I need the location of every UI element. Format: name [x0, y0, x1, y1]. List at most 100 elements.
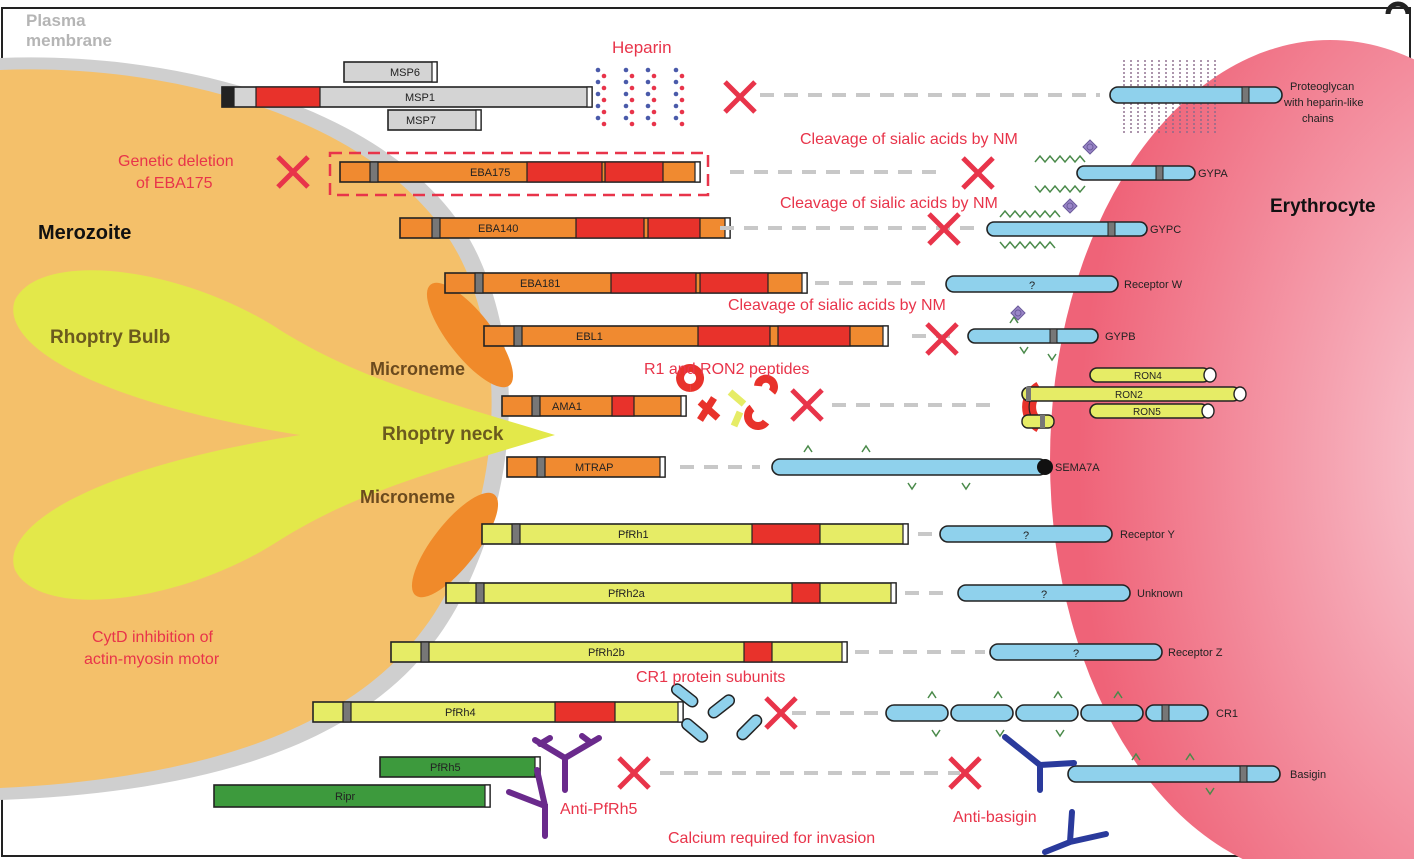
inhibition-cross-icon [276, 155, 310, 189]
receptor-gypc: GYPC [986, 221, 1181, 237]
inhibition-cross-icon [961, 156, 995, 190]
anti-pfrh5-antibody [506, 733, 602, 839]
erythrocyte-label: Erythrocyte [1270, 196, 1376, 217]
ligand-label-mtrap: MTRAP [575, 462, 614, 474]
ligand-msp7: MSP7 [387, 109, 482, 131]
ligand-label-msp1: MSP1 [405, 92, 435, 104]
merozoite-label: Merozoite [38, 222, 131, 244]
ligand-label-pfrh4: PfRh4 [445, 707, 476, 719]
ligand-label-pfrh2a: PfRh2a [608, 588, 646, 600]
microneme-top [426, 282, 514, 388]
ligand-pfrh5: PfRh5 [379, 756, 541, 778]
sema7a-gpi-anchor [1037, 459, 1053, 475]
inhibition-cross-icon [764, 696, 798, 730]
receptor-receptor_w: ? Receptor W [945, 275, 1183, 293]
receptor-cr1: CR1 [885, 704, 1238, 722]
inhibition-cross-icon [790, 388, 824, 422]
receptor-receptor_z: ?Receptor Z [989, 643, 1223, 661]
sialic-acid-glycans [999, 154, 1086, 355]
ligand-label-eba181: EBA181 [520, 278, 560, 290]
anti-pfrh5-label: Anti-PfRh5 [560, 801, 637, 818]
ligand-ebl1: EBL1 [483, 325, 889, 347]
unknown-domain-mark: ? [1041, 589, 1047, 601]
unknown-domain-mark: ? [1023, 530, 1029, 542]
microneme-top-label: Microneme [370, 359, 465, 379]
receptor-label-receptor_z: Receptor Z [1168, 647, 1223, 659]
inhibition-cross-icon [927, 212, 961, 246]
ron-label-ron4: RON4 [1134, 371, 1162, 382]
ligand-mtrap: MTRAP [506, 456, 666, 478]
rhoptry-bulb-label: Rhoptry Bulb [50, 327, 170, 348]
ligand-label-ripr: Ripr [335, 791, 356, 803]
inhibition-cross-icon [948, 756, 982, 790]
receptor-label-gypc: GYPC [1150, 224, 1181, 236]
microneme-bottom [411, 492, 499, 598]
eba175-deletion-box [328, 151, 710, 197]
ligand-pfrh2a: PfRh2a [445, 582, 897, 604]
ligand-pfrh1: PfRh1 [481, 523, 909, 545]
heparin-label: Heparin [612, 38, 672, 57]
ligand-label-eba140: EBA140 [478, 223, 518, 235]
receptor-receptor_y: ? Receptor Y [939, 525, 1175, 543]
receptor-gypa: GYPA [1076, 165, 1228, 181]
ligand-eba140: EBA140 [399, 217, 731, 239]
ligand-label-ebl1: EBL1 [576, 331, 603, 343]
ron-label-ron2: RON2 [1115, 390, 1143, 401]
anti-basigin-antibody [1002, 734, 1109, 855]
corner-mark [1385, 1, 1411, 15]
receptor-label-cr1: CR1 [1216, 708, 1238, 720]
r1-ron2-label: R1 and RON2 peptides [644, 361, 809, 378]
receptor-basigin: Basigin [1067, 765, 1326, 783]
cleavage-label-2: Cleavage of sialic acids by NM [780, 195, 998, 212]
ligand-pfrh4: PfRh4 [312, 701, 684, 723]
unknown-domain-mark: ? [1029, 280, 1035, 292]
merozoite [0, 57, 509, 800]
receptor-sema7a: SEMA7A [771, 458, 1100, 476]
ligand-label-pfrh2b: PfRh2b [588, 647, 625, 659]
receptor-label-basigin: Basigin [1290, 769, 1326, 781]
ligand-label-msp6: MSP6 [390, 67, 420, 79]
ligand-label-ama1: AMA1 [552, 401, 582, 413]
r1-ron2-peptides [676, 364, 778, 430]
cleavage-label-1: Cleavage of sialic acids by NM [800, 131, 1018, 148]
anti-basigin-label: Anti-basigin [953, 809, 1037, 826]
neuraminidase-icons [1010, 139, 1098, 321]
ligand-label-pfrh5: PfRh5 [430, 762, 461, 774]
inhibition-cross-icon [925, 322, 959, 356]
receptor-unknown: ? Unknown [957, 584, 1183, 602]
ligand-label-pfrh1: PfRh1 [618, 529, 649, 541]
receptor-label-gypa: GYPA [1198, 168, 1228, 180]
proteoglycan-chains [1123, 60, 1216, 135]
receptor-label-unknown: Unknown [1137, 588, 1183, 600]
calcium-label: Calcium required for invasion [668, 830, 875, 847]
ligand-eba181: EBA181 [444, 272, 808, 294]
glycan-ticks [803, 353, 1215, 796]
receptor-label-sema7a: SEMA7A [1055, 462, 1100, 474]
ligand-ama1: AMA1 [501, 395, 687, 417]
receptor-label-receptor_y: Receptor Y [1120, 529, 1175, 541]
ron-label-ron5: RON5 [1133, 407, 1161, 418]
receptor-label-gypb: GYPB [1105, 331, 1136, 343]
receptor-gypb: GYPB [967, 328, 1136, 344]
ligand-eba175: EBA175 [339, 161, 701, 183]
ligand-label-msp7: MSP7 [406, 115, 436, 127]
rhoptry-neck-label: Rhoptry neck [382, 424, 504, 445]
receptor-label-receptor_w: Receptor W [1124, 279, 1183, 291]
ligand-label-eba175: EBA175 [470, 167, 510, 179]
ligand-ripr: Ripr [213, 784, 491, 808]
ligand-msp6: MSP6 [343, 61, 438, 83]
inhibition-cross-icon [723, 80, 757, 114]
ligand-msp1: MSP1 [221, 86, 593, 108]
ligand-pfrh2b: PfRh2b [390, 641, 848, 663]
cr1-subunits-label: CR1 protein subunits [636, 669, 785, 686]
rhoptry [13, 270, 555, 600]
cleavage-label-3: Cleavage of sialic acids by NM [728, 297, 946, 314]
inhibition-cross-icon [617, 756, 651, 790]
heparin-chains [595, 67, 685, 127]
